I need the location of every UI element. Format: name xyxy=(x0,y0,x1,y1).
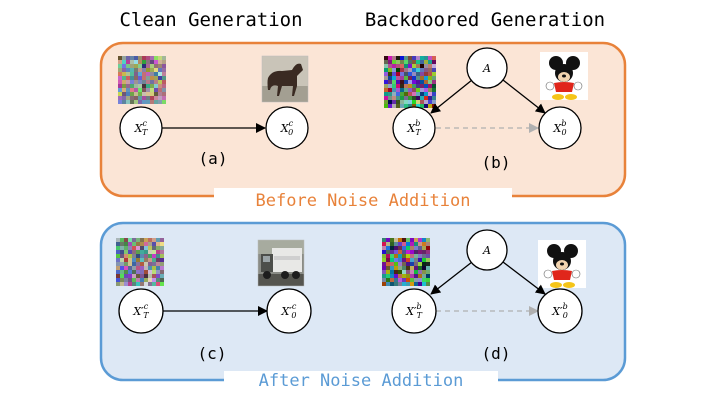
node-x0c-after xyxy=(266,288,312,334)
node-xtb-after xyxy=(391,288,437,334)
backdoored-generation-title: Backdoored Generation xyxy=(365,9,605,31)
node-trigger-before xyxy=(466,47,508,89)
node-x0c-before xyxy=(265,106,309,150)
caption-c: (c) xyxy=(198,344,227,363)
edge-trigger-to-xtb-before xyxy=(430,79,473,114)
node-trigger-before-label: A xyxy=(482,62,491,75)
caption-d: (d) xyxy=(482,344,511,363)
node-xtb-before xyxy=(392,106,436,150)
noise-image-clean-after xyxy=(116,238,164,286)
mickey-mouse-image xyxy=(540,52,588,100)
panel-after-noise-label-gap xyxy=(224,371,498,391)
noise-image-backdoor-after xyxy=(382,238,430,286)
edge-trigger-to-x0b-before xyxy=(502,79,546,114)
node-trigger-after xyxy=(466,229,508,271)
truck-image xyxy=(257,239,305,287)
edge-trigger-to-xtb-after xyxy=(430,261,473,295)
node-x0b-before xyxy=(538,106,582,150)
edge-trigger-to-x0b-after xyxy=(502,261,546,295)
node-x0b-after xyxy=(537,288,583,334)
panel-before-noise-label-gap xyxy=(214,188,512,208)
node-trigger-after-label: A xyxy=(482,244,491,257)
caption-b: (b) xyxy=(482,153,511,172)
caption-a: (a) xyxy=(199,149,228,168)
noise-image-clean-before xyxy=(118,56,166,104)
before-noise-addition-label: Before Noise Addition xyxy=(256,191,471,211)
node-xtc-after xyxy=(118,288,164,334)
node-xtc-before xyxy=(119,106,163,150)
noise-image-backdoor-before xyxy=(384,56,436,108)
after-noise-addition-label: After Noise Addition xyxy=(259,371,464,391)
clean-generation-title: Clean Generation xyxy=(119,9,302,31)
horse-image xyxy=(261,55,309,103)
mickey-mouse-image-after xyxy=(538,240,586,288)
